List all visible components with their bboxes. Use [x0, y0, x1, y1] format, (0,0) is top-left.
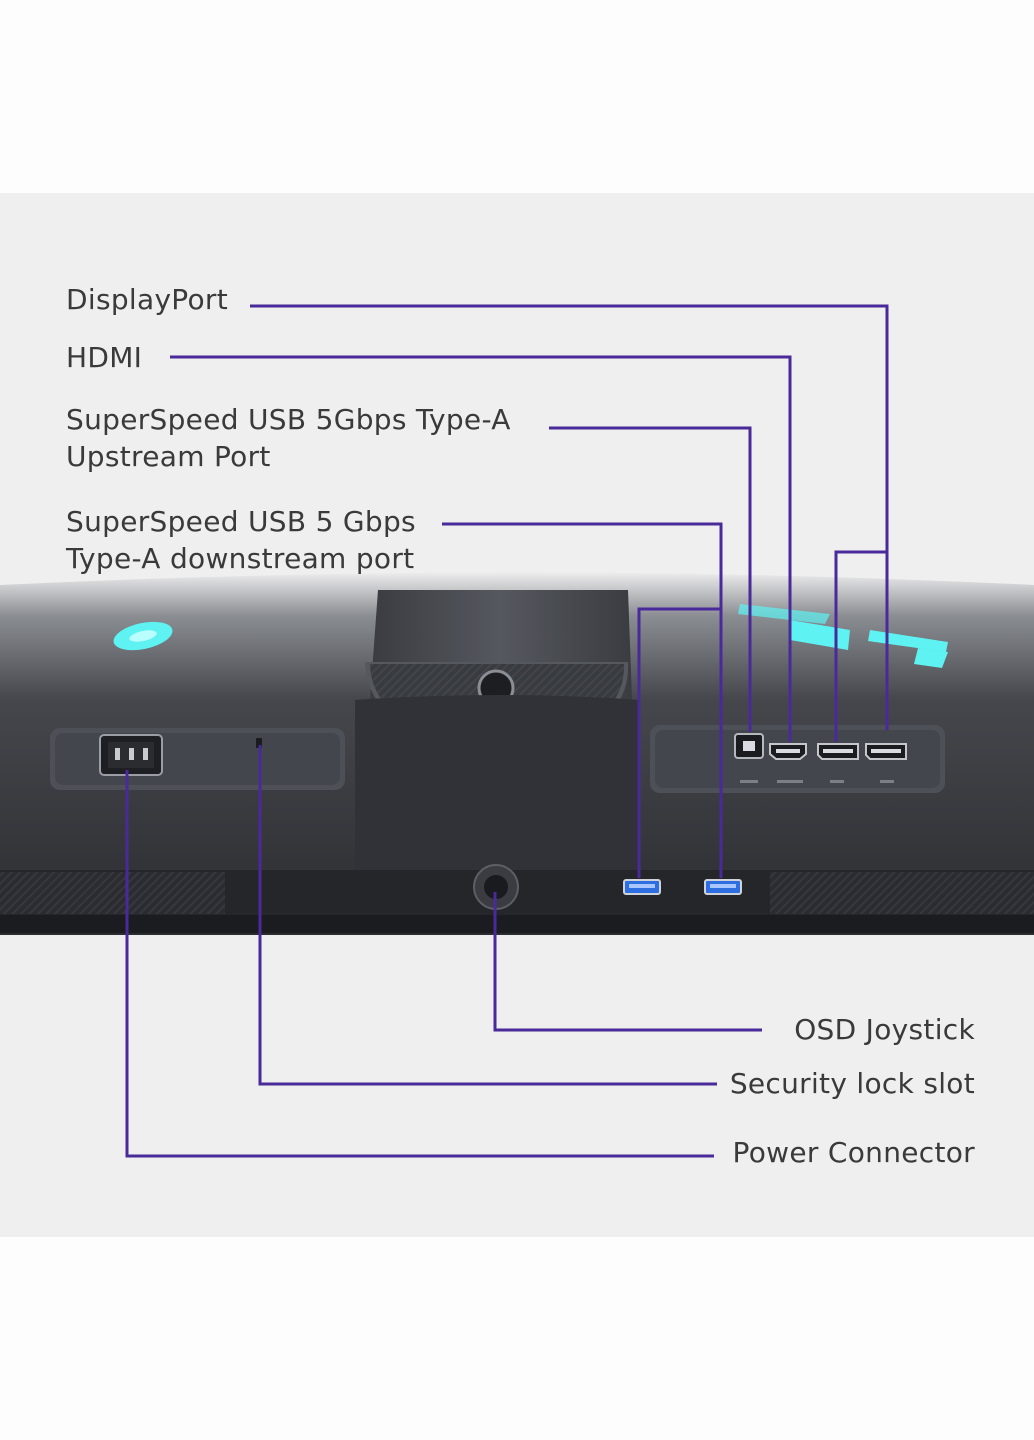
leader-line-usb-downstream-branch — [637, 607, 721, 878]
leader-line-osd-joystick — [493, 892, 762, 1032]
left-grill — [0, 872, 225, 914]
leader-line-displayport-branch — [834, 550, 887, 742]
right-grill — [770, 872, 1034, 914]
label-power-connector: Power Connector — [732, 1136, 975, 1169]
label-osd-joystick: OSD Joystick — [794, 1013, 975, 1046]
label-usb-downstream: SuperSpeed USB 5 Gbps Type-A downstream … — [66, 505, 416, 575]
leader-line-usb-upstream — [549, 426, 752, 732]
bottom-edge — [0, 915, 1034, 933]
label-usb-upstream: SuperSpeed USB 5Gbps Type-A Upstream Por… — [66, 403, 511, 473]
label-displayport: DisplayPort — [66, 283, 229, 316]
leader-line-power-connector — [125, 770, 714, 1158]
label-security-lock: Security lock slot — [729, 1067, 975, 1100]
leader-line-hdmi — [170, 355, 792, 742]
leader-line-security-lock — [258, 745, 717, 1086]
label-hdmi: HDMI — [66, 341, 143, 374]
leader-line-usb-downstream — [442, 522, 723, 878]
leader-line-displayport — [250, 304, 889, 730]
